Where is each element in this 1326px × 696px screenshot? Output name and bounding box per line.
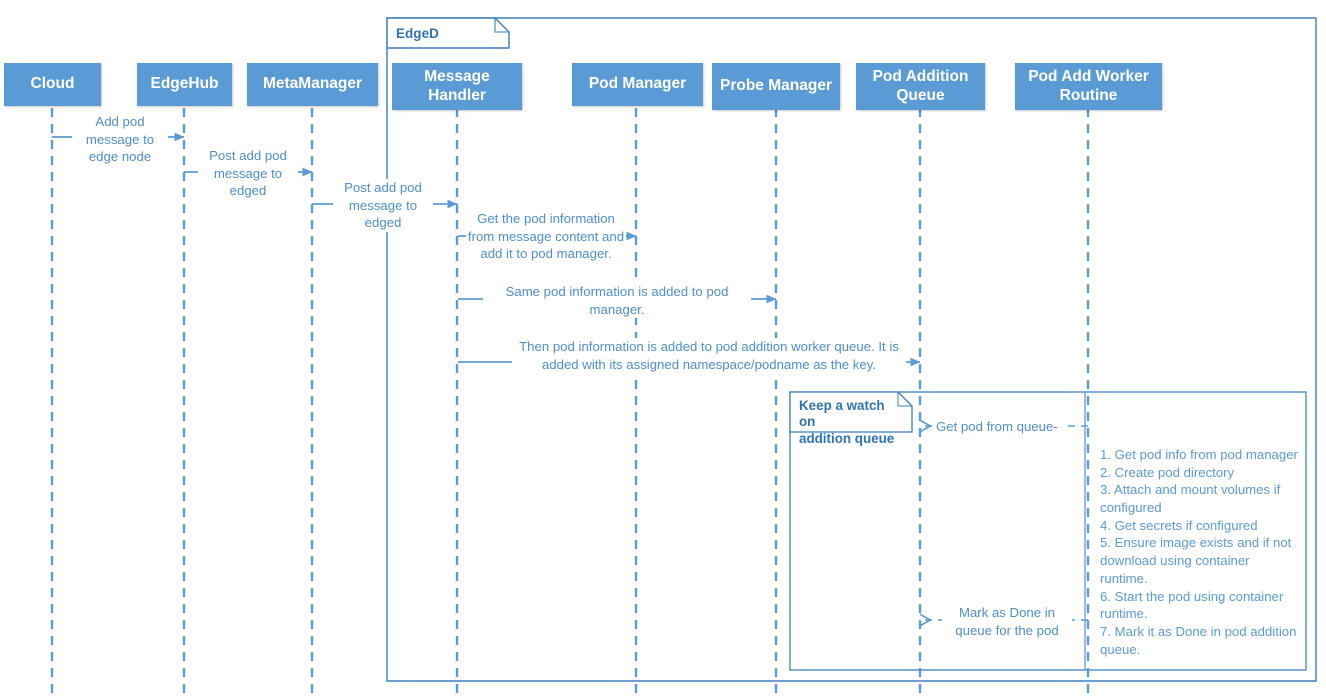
lifeline-header-metamanager[interactable]: MetaManager (247, 63, 378, 106)
lifeline-header-probe-manager[interactable]: Probe Manager (712, 63, 840, 110)
note-line-11: queue. (1100, 641, 1141, 657)
note-line-6: 5. Ensure image exists and if not (1100, 535, 1292, 551)
note-line-10: 7. Mark it as Done in pod addition (1100, 623, 1297, 639)
lifeline-header-pod-addition-queue[interactable]: Pod Addition Queue (856, 63, 985, 110)
lifeline-header-cloud[interactable]: Cloud (4, 63, 101, 106)
lifeline-header-message-handler[interactable]: Message Handler (392, 63, 522, 110)
note-line-1: 1. Get pod info from pod manager (1100, 447, 1298, 462)
note-line-3: 3. Attach and mount volumes if (1100, 482, 1281, 498)
loop-fragment-label-line2: addition queue (799, 430, 895, 446)
worker-steps-note-box (1084, 391, 1307, 671)
lifeline-label-message-handler: Message Handler (424, 68, 490, 104)
note-line-2: 2. Create pod directory (1100, 464, 1235, 480)
lifeline-label-pod-manager: Pod Manager (588, 75, 687, 93)
lifeline-label-pod-addition-queue: Pod Addition Queue (872, 68, 969, 104)
edged-frame-label: EdgeD (396, 26, 439, 41)
lifelines-layer (50, 108, 1090, 694)
lifeline-label-probe-manager: Probe Manager (720, 77, 832, 95)
lifeline-header-edgehub[interactable]: EdgeHub (137, 63, 232, 106)
note-line-4: configured (1100, 500, 1162, 516)
lifeline-label-cloud: Cloud (30, 75, 75, 93)
note-line-8: 6. Start the pod using container (1100, 588, 1284, 604)
worker-steps-note: 1. Get pod info from pod manager 2. Crea… (1100, 446, 1300, 658)
edged-frame (386, 17, 1317, 682)
note-line-7: download using container runtime. (1100, 553, 1250, 586)
loop-fragment-label: Keep a watch on addition queue (799, 398, 903, 447)
lifeline-label-edgehub: EdgeHub (150, 75, 219, 93)
note-line-5: 4. Get secrets if configured (1100, 517, 1258, 533)
lifeline-header-pod-add-worker-routine[interactable]: Pod Add Worker Routine (1015, 63, 1162, 110)
note-line-9: runtime. (1100, 606, 1148, 622)
lifeline-label-metamanager: MetaManager (262, 75, 363, 93)
lifeline-header-pod-manager[interactable]: Pod Manager (572, 63, 703, 106)
loop-fragment-label-line1: Keep a watch on (799, 398, 885, 430)
lifeline-label-pod-add-worker-routine: Pod Add Worker Routine (1028, 68, 1149, 104)
